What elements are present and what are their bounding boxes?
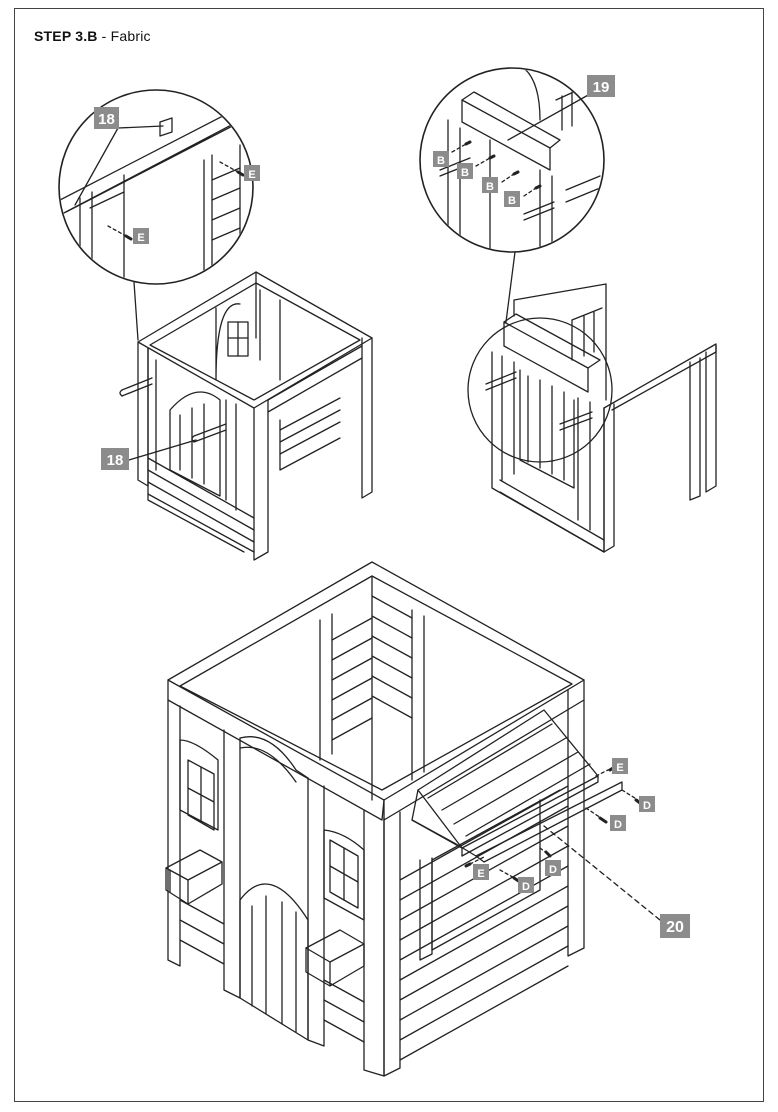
svg-text:E: E <box>248 169 255 181</box>
callout-tag-18-top: 18 <box>94 107 119 129</box>
svg-text:D: D <box>643 800 651 812</box>
fastener-tag-d: D <box>610 815 626 831</box>
step-separator: - <box>97 28 111 44</box>
svg-text:20: 20 <box>666 919 684 936</box>
fastener-tag-b: B <box>457 163 473 179</box>
page-frame <box>14 8 764 1102</box>
small-house-assembly-right <box>467 283 717 553</box>
svg-text:19: 19 <box>593 79 610 96</box>
svg-text:E: E <box>616 762 623 774</box>
fastener-tag-e: E <box>244 165 260 181</box>
svg-text:E: E <box>137 232 144 244</box>
fastener-tag-b: B <box>504 191 520 207</box>
svg-text:D: D <box>549 864 557 876</box>
small-house-assembly-left <box>119 271 373 561</box>
fastener-tag-d: D <box>639 796 655 812</box>
svg-text:D: D <box>522 881 530 893</box>
svg-text:B: B <box>508 195 516 207</box>
step-heading: STEP 3.B - Fabric <box>34 28 151 44</box>
svg-text:18: 18 <box>107 452 124 469</box>
main-house-assembly <box>165 561 661 1077</box>
callout-tag-20: 20 <box>660 914 690 938</box>
fastener-tag-b: B <box>433 151 449 167</box>
fastener-tag-d: D <box>545 860 561 876</box>
callout-tag-19: 19 <box>587 75 615 97</box>
svg-text:B: B <box>437 155 445 167</box>
detail-circle-left <box>58 89 254 285</box>
detail-circle-right <box>419 67 605 253</box>
svg-text:B: B <box>486 181 494 193</box>
detail-leader-left <box>133 281 139 341</box>
svg-text:B: B <box>461 167 469 179</box>
fastener-tag-e: E <box>133 228 149 244</box>
step-name: Fabric <box>110 28 151 44</box>
step-number: STEP 3.B <box>34 28 98 44</box>
fastener-tag-e: E <box>473 864 489 880</box>
callout-tag-18-bottom: 18 <box>101 448 129 470</box>
svg-text:E: E <box>477 868 484 880</box>
fastener-tag-e: E <box>612 758 628 774</box>
detail-leader-right <box>505 251 516 323</box>
fastener-tag-b: B <box>482 177 498 193</box>
svg-text:18: 18 <box>98 111 115 128</box>
svg-text:D: D <box>614 819 622 831</box>
fastener-tag-d: D <box>518 877 534 893</box>
